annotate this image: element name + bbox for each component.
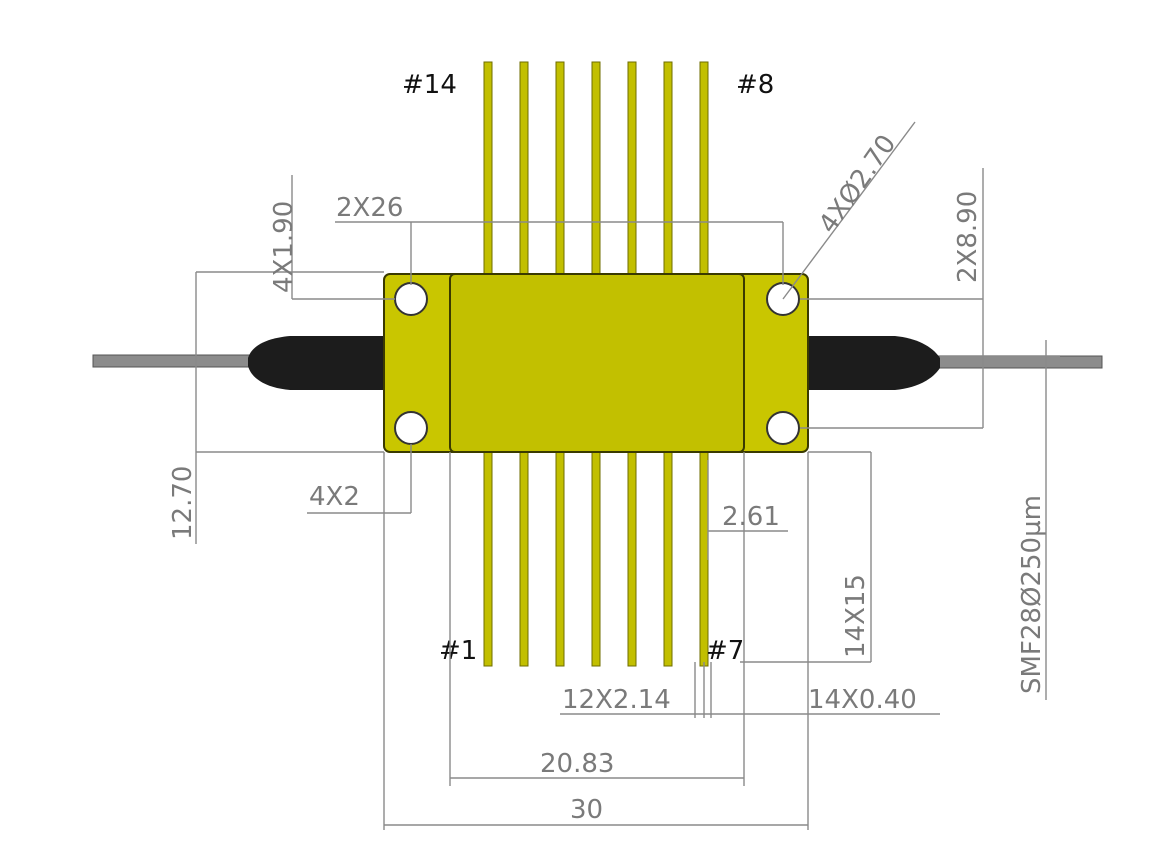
dim-hole-diameter: 4XØ2.70 xyxy=(813,129,902,239)
mounting-hole-top-left xyxy=(394,282,428,316)
pin-top-2 xyxy=(519,61,529,277)
dim-20-83: 20.83 xyxy=(540,749,614,779)
fiber-left xyxy=(92,354,264,368)
mounting-hole-bottom-right xyxy=(766,411,800,445)
pin-row-bottom xyxy=(483,449,709,667)
pin-bottom-1 xyxy=(483,449,493,667)
pin-top-4 xyxy=(591,61,601,277)
pin-bottom-5 xyxy=(627,449,637,667)
pin-label-14: #14 xyxy=(402,70,457,100)
fiber-right xyxy=(929,355,1103,369)
pin-label-8: #8 xyxy=(736,70,774,100)
pin-bottom-3 xyxy=(555,449,565,667)
pin-row-top xyxy=(483,61,709,277)
dim-4x2: 4X2 xyxy=(309,482,360,512)
mounting-hole-bottom-left xyxy=(394,411,428,445)
pin-bottom-2 xyxy=(519,449,529,667)
dim-2-61: 2.61 xyxy=(722,502,780,532)
dim-12-70: 12.70 xyxy=(168,466,198,540)
dim-2x8-90: 2X8.90 xyxy=(953,191,983,283)
pin-top-3 xyxy=(555,61,565,277)
housing-body xyxy=(449,273,745,453)
dim-30: 30 xyxy=(570,795,603,825)
dim-14x15: 14X15 xyxy=(841,574,871,658)
dim-4x1-90: 4X1.90 xyxy=(269,201,299,293)
pin-top-1 xyxy=(483,61,493,277)
pin-bottom-7 xyxy=(699,449,709,667)
dim-12x2-14: 12X2.14 xyxy=(562,685,671,715)
pin-bottom-4 xyxy=(591,449,601,667)
pin-label-7: #7 xyxy=(706,636,744,666)
dimension-lines xyxy=(195,121,1060,830)
pin-top-6 xyxy=(663,61,673,277)
dim-smf-fiber: SMF28Ø250µm xyxy=(1017,495,1047,694)
pin-top-5 xyxy=(627,61,637,277)
pin-bottom-6 xyxy=(663,449,673,667)
dim-14x0-40: 14X0.40 xyxy=(808,685,917,715)
pin-top-7 xyxy=(699,61,709,277)
dim-2x26: 2X26 xyxy=(336,193,403,223)
pin-label-1: #1 xyxy=(439,636,477,666)
